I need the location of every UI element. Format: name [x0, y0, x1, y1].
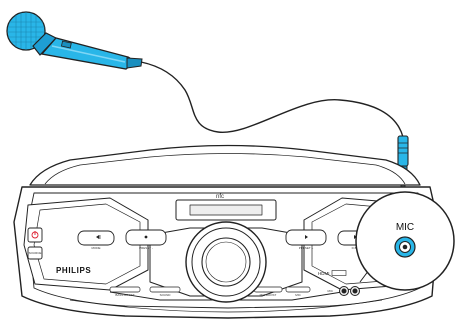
bottom-buttons	[109, 286, 311, 293]
hdmi-logo-box	[331, 270, 347, 276]
power-source-area: SOURCE	[27, 227, 43, 260]
source-button[interactable]	[27, 246, 43, 260]
source-label: SOURCE	[29, 251, 42, 255]
brand-logo: PHILIPS	[56, 266, 91, 275]
preset-plus-label: PRESET +	[299, 246, 314, 250]
bass-boost-button[interactable]	[109, 286, 141, 293]
mic-jack-label: MIC	[328, 289, 334, 293]
play-pause-icon	[305, 235, 308, 239]
sound-label: SOUND	[160, 293, 172, 297]
microphone-cable	[140, 61, 404, 138]
speaker-top-lid	[29, 144, 421, 186]
microphone-mesh-pattern	[7, 12, 45, 50]
stop-icon	[144, 235, 148, 239]
bass-boost-label: BASS BOOST	[115, 293, 135, 297]
mic-bottom-label: MIC	[295, 293, 301, 297]
volume-knob[interactable]	[185, 221, 267, 303]
knob-inner-ring	[205, 241, 247, 283]
callout-jack-hole	[402, 244, 408, 250]
hdmi-label: HDMI	[318, 271, 330, 276]
microphone-highlight	[51, 45, 126, 63]
callout-mic-label: MIC	[396, 222, 414, 233]
mode-button[interactable]	[77, 230, 115, 246]
sound-button[interactable]	[149, 286, 181, 293]
mix-boost-label: MIX BOOST	[260, 293, 277, 297]
plug-body	[397, 135, 409, 167]
knob-face	[201, 237, 251, 287]
prev-icon	[96, 235, 99, 239]
microphone-switch	[60, 40, 72, 49]
nfc-label: nfc	[216, 194, 224, 200]
microphone-tail	[126, 57, 143, 69]
mic-jacks	[339, 286, 360, 296]
mic-level-button[interactable]	[285, 286, 311, 293]
microphone	[6, 11, 143, 70]
mic-callout: MIC	[355, 191, 455, 291]
preset-minus-label: PRESET -	[139, 246, 153, 250]
mix-boost-button[interactable]	[253, 286, 283, 293]
mode-label: MODE	[92, 246, 101, 250]
